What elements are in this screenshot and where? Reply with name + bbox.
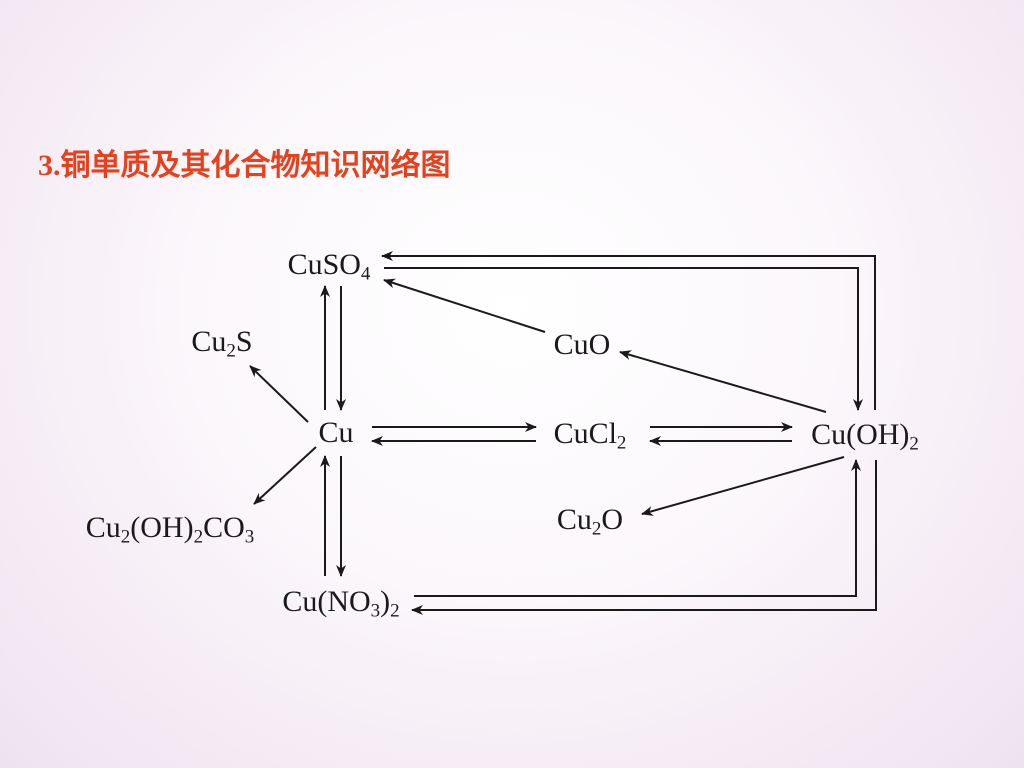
formula-text: Cu: [318, 416, 354, 449]
formula-text: Cu: [191, 325, 227, 358]
arrow-cu-to-cu2oh2co3: [253, 446, 317, 505]
formula-subscript: 2: [591, 518, 602, 540]
formula-text: CuO: [553, 328, 611, 361]
arrow-cuso4-to-cuoh2: [384, 267, 863, 411]
formula-subscript: 2: [193, 526, 204, 548]
formula-text: CuCl: [553, 417, 617, 450]
arrow-cu-to-cu2s: [249, 365, 309, 423]
title-number: 3.: [38, 149, 61, 182]
formula-subscript: 2: [120, 526, 131, 548]
node-cuno32: Cu(NO3)2: [282, 585, 399, 621]
node-cu2o: Cu2O: [556, 503, 624, 539]
title-text: 铜单质及其化合物知识网络图: [60, 149, 451, 182]
formula-subscript: 2: [616, 432, 627, 454]
node-cuo: CuO: [554, 330, 611, 360]
arrow-cuoh2-to-cuo: [619, 350, 827, 413]
node-cuso4: CuSO4: [287, 248, 371, 284]
formula-text: Cu: [556, 503, 592, 536]
formula-subscript: 2: [909, 433, 919, 455]
formula-text: O: [601, 503, 624, 536]
formula-subscript: 3: [244, 526, 255, 548]
formula-text: Cu: [85, 511, 121, 544]
formula-subscript: 3: [370, 600, 381, 622]
formula-subscript: 2: [390, 600, 400, 622]
arrow-cuoh2-to-cu2o: [641, 456, 845, 516]
node-cu2s: Cu2S: [191, 325, 253, 361]
formula-text: ): [380, 585, 391, 618]
formula-text: CuSO: [287, 248, 361, 281]
arrow-cuno32-to-cuoh2: [414, 459, 861, 597]
formula-text: Cu(OH): [811, 418, 910, 451]
formula-text: S: [235, 325, 253, 358]
arrow-cuoh2-to-cuno32: [411, 460, 877, 615]
formula-text: (OH): [130, 511, 194, 544]
formula-text: Cu(NO: [282, 585, 371, 618]
formula-subscript: 4: [360, 263, 371, 285]
node-cu: Cu: [318, 418, 353, 448]
formula-text: CO: [203, 511, 245, 544]
arrow-cuoh2-to-cuso4: [381, 251, 876, 410]
arrow-cuo-to-cuso4: [383, 278, 546, 333]
formula-subscript: 2: [226, 340, 236, 362]
page-title: 3.铜单质及其化合物知识网络图: [38, 140, 451, 184]
node-cuoh2: Cu(OH)2: [811, 418, 919, 454]
node-cucl2: CuCl2: [553, 417, 627, 453]
node-cu2oh2co3: Cu2(OH)2CO3: [85, 511, 255, 547]
